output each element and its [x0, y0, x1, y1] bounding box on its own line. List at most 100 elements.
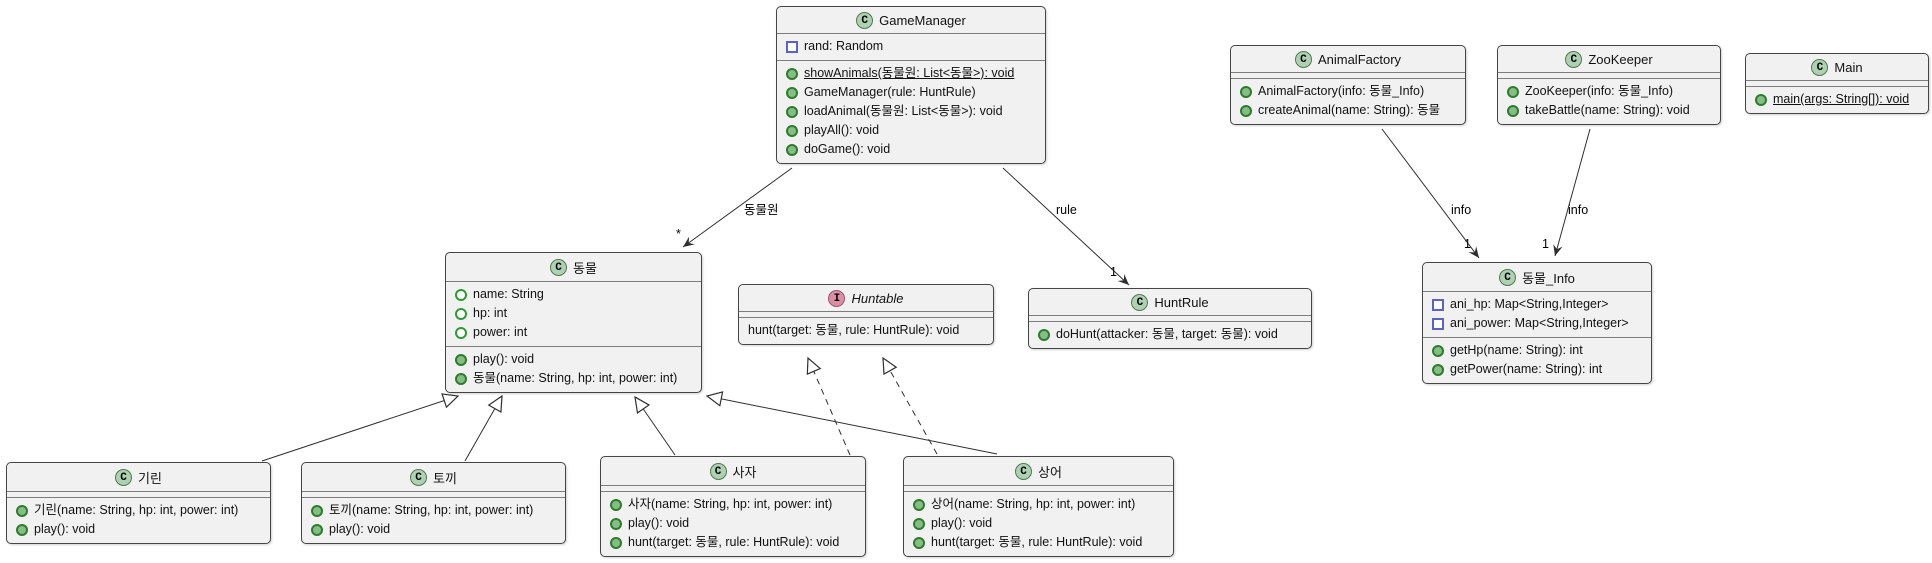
class-icon: C [1131, 294, 1149, 311]
method-row: doGame(): void [777, 140, 1045, 159]
method-row: play(): void [601, 514, 865, 533]
class-box-shark: C 상어 상어(name: String, hp: int, power: in… [903, 456, 1174, 557]
class-name: 동물_Info [1522, 271, 1575, 286]
method-row: doHunt(attacker: 동물, target: 동물): void [1029, 325, 1311, 344]
class-title: C Main [1746, 54, 1928, 81]
methods-compartment: main(args: String[]): void [1746, 87, 1928, 113]
public-method-icon [1432, 344, 1444, 357]
method-text: play(): void [628, 516, 690, 530]
method-text: ZooKeeper(info: 동물_Info) [1525, 84, 1674, 98]
edge-multiplicity-info-factory: 1 [1464, 237, 1471, 251]
field-text: ani_power: Map<String,Integer> [1450, 316, 1629, 330]
fields-compartment [904, 486, 1173, 492]
method-text: 동물(name: String, hp: int, power: int) [473, 371, 678, 385]
class-title: C AnimalFactory [1231, 46, 1465, 73]
method-row: hunt(target: 동물, rule: HuntRule): void [904, 533, 1173, 552]
public-method-icon [786, 67, 798, 80]
private-field-icon [786, 40, 798, 53]
edge-shark-implements-huntable [883, 358, 938, 455]
private-field-icon [1432, 298, 1444, 311]
class-box-main: C Main main(args: String[]): void [1745, 53, 1929, 114]
interface-title: I Huntable [739, 285, 993, 312]
fields-compartment [739, 312, 993, 318]
edge-gamemanager-to-animal [682, 167, 793, 248]
fields-compartment: rand: Random [777, 34, 1045, 61]
methods-compartment: 토끼(name: String, hp: int, power: int) pl… [302, 498, 565, 543]
method-text: createAnimal(name: String): 동물 [1258, 103, 1441, 117]
edge-label-info-factory: info [1451, 203, 1471, 217]
class-box-animalinfo: C 동물_Info ani_hp: Map<String,Integer> an… [1422, 262, 1652, 384]
fields-compartment: name: String hp: int power: int [446, 282, 701, 347]
class-title: C 동물_Info [1423, 263, 1651, 292]
method-row: takeBattle(name: String): void [1498, 101, 1720, 120]
public-method-icon [786, 86, 798, 99]
method-text: 사자(name: String, hp: int, power: int) [628, 497, 833, 511]
fields-compartment [7, 492, 270, 498]
class-name: 상어 [1038, 465, 1062, 480]
interface-box-huntable: I Huntable hunt(target: 동물, rule: HuntRu… [738, 284, 994, 345]
method-text: takeBattle(name: String): void [1525, 103, 1690, 117]
interface-name: Huntable [851, 291, 904, 306]
public-method-icon [311, 523, 323, 536]
method-text: playAll(): void [804, 123, 880, 137]
methods-compartment: ZooKeeper(info: 동물_Info) takeBattle(name… [1498, 79, 1720, 124]
method-text: 상어(name: String, hp: int, power: int) [931, 497, 1136, 511]
edge-rabbit-extends-animal [464, 396, 502, 462]
public-method-icon [610, 498, 622, 511]
field-text: hp: int [473, 306, 508, 320]
public-method-icon [913, 536, 925, 549]
public-method-icon [610, 536, 622, 549]
public-method-icon [1507, 85, 1519, 98]
edge-giraffe-extends-animal [261, 396, 458, 462]
method-row: getPower(name: String): int [1423, 360, 1651, 379]
class-box-huntrule: C HuntRule doHunt(attacker: 동물, target: … [1028, 288, 1312, 349]
field-row: ani_power: Map<String,Integer> [1423, 314, 1651, 333]
fields-compartment [1746, 81, 1928, 87]
class-icon: C [115, 469, 133, 486]
method-row: play(): void [904, 514, 1173, 533]
methods-compartment: doHunt(attacker: 동물, target: 동물): void [1029, 322, 1311, 348]
class-title: C HuntRule [1029, 289, 1311, 316]
class-box-animal: C 동물 name: String hp: int power: int pla… [445, 252, 702, 393]
methods-compartment: showAnimals(동물원: List<동물>): void GameMan… [777, 61, 1045, 163]
field-row: name: String [446, 285, 701, 304]
method-row: play(): void [446, 350, 701, 369]
public-method-icon [913, 498, 925, 511]
class-title: C 기린 [7, 463, 270, 492]
edge-label-info-keeper: info [1568, 203, 1588, 217]
field-text: rand: Random [804, 39, 884, 53]
field-row: ani_hp: Map<String,Integer> [1423, 295, 1651, 314]
class-title: C GameManager [777, 7, 1045, 34]
method-text: main(args: String[]): void [1773, 92, 1910, 106]
method-text: getHp(name: String): int [1450, 343, 1583, 357]
class-name: GameManager [879, 13, 966, 28]
fields-compartment [1231, 73, 1465, 79]
field-row: rand: Random [777, 37, 1045, 56]
public-field-icon [455, 326, 467, 339]
class-name: 동물 [573, 261, 597, 276]
edge-lion-implements-huntable [808, 358, 851, 456]
class-icon: C [410, 469, 428, 486]
methods-compartment: hunt(target: 동물, rule: HuntRule): void [739, 318, 993, 344]
class-name: 사자 [732, 465, 757, 480]
method-text: play(): void [34, 522, 96, 536]
fields-compartment: ani_hp: Map<String,Integer> ani_power: M… [1423, 292, 1651, 338]
method-row: playAll(): void [777, 121, 1045, 140]
edge-zookeeper-to-animalinfo [1553, 128, 1591, 257]
method-text: 토끼(name: String, hp: int, power: int) [329, 503, 534, 517]
method-row: 상어(name: String, hp: int, power: int) [904, 495, 1173, 514]
public-method-icon [786, 143, 798, 156]
public-method-icon [16, 523, 28, 536]
class-name: 기린 [138, 471, 162, 486]
methods-compartment: 사자(name: String, hp: int, power: int) pl… [601, 492, 865, 556]
public-method-icon [311, 504, 323, 517]
fields-compartment [601, 486, 865, 492]
edge-multiplicity-info-keeper: 1 [1542, 237, 1549, 251]
class-icon: C [856, 12, 874, 29]
method-row: createAnimal(name: String): 동물 [1231, 101, 1465, 120]
method-row: play(): void [302, 520, 565, 539]
method-text: play(): void [329, 522, 391, 536]
public-method-icon [786, 124, 798, 137]
